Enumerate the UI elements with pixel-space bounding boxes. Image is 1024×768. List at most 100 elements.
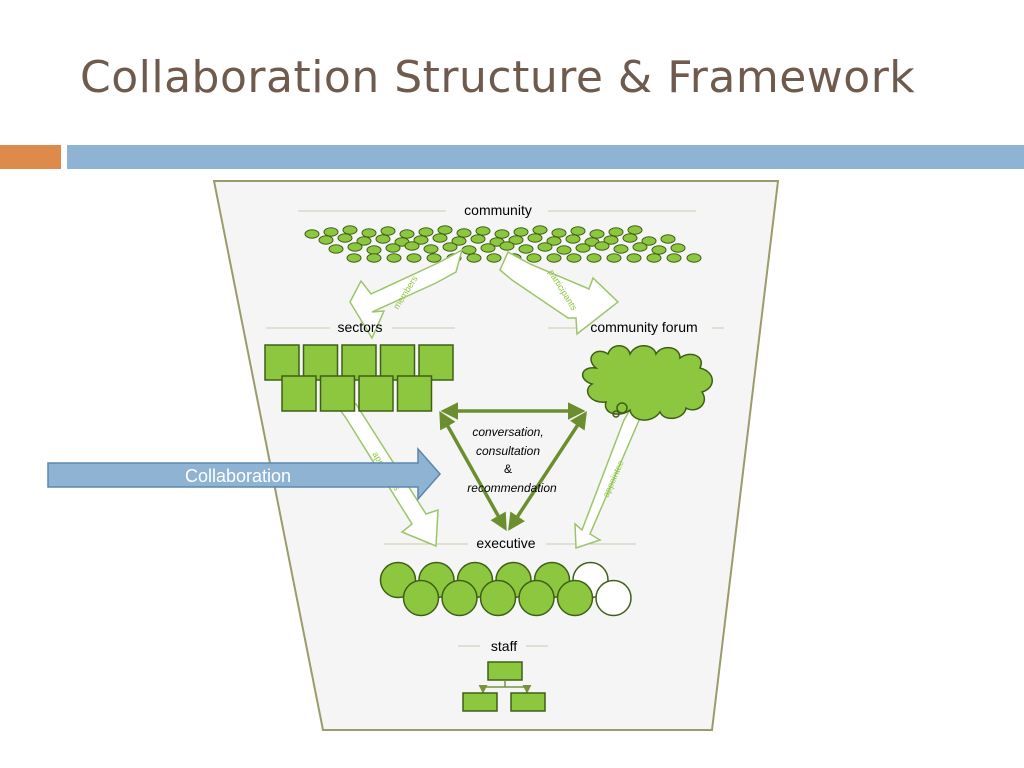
community-member-node bbox=[432, 233, 448, 243]
community-member-node bbox=[486, 253, 502, 263]
community-member-node bbox=[606, 253, 622, 263]
community-member-node bbox=[375, 234, 391, 244]
community-member-node bbox=[380, 226, 396, 236]
community-member-node bbox=[418, 227, 434, 237]
community-member-node bbox=[532, 225, 548, 235]
community-member-node bbox=[556, 245, 572, 255]
sectors-label: sectors bbox=[337, 319, 382, 335]
community-member-node bbox=[470, 234, 486, 244]
sector-square bbox=[379, 344, 416, 381]
center-line-1: conversation, bbox=[472, 425, 543, 439]
executive-member bbox=[441, 579, 478, 617]
executive-member bbox=[518, 579, 555, 617]
community-forum-label: community forum bbox=[590, 319, 697, 335]
community-member-node bbox=[565, 234, 581, 244]
community-member-node bbox=[347, 242, 363, 252]
community-member-node bbox=[361, 228, 377, 238]
community-member-node bbox=[404, 241, 420, 251]
sectors-grid bbox=[264, 344, 454, 412]
community-member-node bbox=[385, 243, 401, 253]
community-member-node bbox=[318, 235, 334, 245]
community-member-node bbox=[442, 242, 458, 252]
sector-square bbox=[264, 344, 300, 381]
sector-square bbox=[418, 344, 454, 381]
community-member-node bbox=[475, 226, 491, 236]
community-member-node bbox=[337, 233, 353, 243]
community-member-node bbox=[686, 253, 702, 263]
center-text: conversation, consultation & recommendat… bbox=[467, 425, 557, 495]
community-member-node bbox=[518, 244, 534, 254]
community-member-node bbox=[366, 253, 382, 263]
community-member-node bbox=[651, 245, 667, 255]
sector-square bbox=[302, 344, 339, 381]
community-member-node bbox=[513, 227, 529, 237]
consultation-triangle bbox=[439, 402, 587, 532]
community-member-node bbox=[622, 233, 638, 243]
community-cluster bbox=[304, 225, 702, 263]
community-member-node bbox=[466, 253, 482, 263]
community-member-node bbox=[399, 229, 415, 239]
staff-label: staff bbox=[491, 638, 517, 654]
executive-member bbox=[402, 579, 440, 617]
community-member-node bbox=[589, 229, 605, 239]
community-member-node bbox=[346, 253, 362, 263]
community-member-node bbox=[641, 236, 657, 246]
community-member-node bbox=[594, 241, 610, 251]
community-member-node bbox=[328, 244, 344, 254]
staff-org-chart bbox=[462, 661, 546, 712]
community-member-node bbox=[526, 253, 542, 263]
community-member-node bbox=[323, 227, 339, 237]
sector-square bbox=[319, 375, 356, 412]
community-member-node bbox=[423, 244, 439, 254]
community-member-node bbox=[570, 226, 586, 236]
community-member-node bbox=[603, 235, 619, 245]
community-member-node bbox=[613, 244, 629, 254]
executive-circles bbox=[379, 561, 632, 617]
community-member-node bbox=[342, 225, 358, 235]
sector-square bbox=[281, 375, 317, 412]
community-label: community bbox=[464, 202, 532, 218]
community-member-node bbox=[480, 243, 496, 253]
community-member-node bbox=[626, 253, 642, 263]
community-member-node bbox=[426, 253, 442, 263]
accent-bar-blue bbox=[67, 145, 1024, 169]
community-member-node bbox=[546, 253, 562, 263]
community-member-node bbox=[546, 236, 562, 246]
community-member-node bbox=[406, 253, 422, 263]
executive-label: executive bbox=[476, 535, 535, 551]
community-member-node bbox=[551, 228, 567, 238]
executive-member bbox=[556, 579, 594, 617]
collaboration-callout: Collaboration bbox=[47, 447, 441, 501]
community-member-node bbox=[304, 229, 320, 239]
community-member-node bbox=[494, 229, 510, 239]
community-member-node bbox=[537, 242, 553, 252]
community-member-node bbox=[666, 253, 682, 263]
page-title: Collaboration Structure & Framework bbox=[80, 52, 916, 103]
community-member-node bbox=[670, 243, 686, 253]
community-member-node bbox=[632, 242, 648, 252]
sector-square bbox=[358, 375, 394, 412]
community-member-node bbox=[627, 225, 643, 235]
community-forum-cloud bbox=[582, 345, 713, 421]
sector-square bbox=[396, 375, 433, 412]
community-member-node bbox=[508, 235, 524, 245]
community-member-node bbox=[575, 243, 591, 253]
community-member-node bbox=[451, 236, 467, 246]
center-line-3: & bbox=[504, 462, 512, 476]
community-member-node bbox=[456, 228, 472, 238]
community-member-node bbox=[386, 253, 402, 263]
community-member-node bbox=[437, 225, 453, 235]
community-member-node bbox=[356, 236, 372, 246]
community-member-node bbox=[461, 245, 477, 255]
community-member-node bbox=[608, 227, 624, 237]
center-line-4: recommendation bbox=[467, 481, 557, 495]
participants-arrow bbox=[499, 250, 620, 336]
executive-member bbox=[479, 579, 517, 617]
appointee-arrow bbox=[574, 408, 641, 550]
level-lines bbox=[266, 210, 724, 647]
community-member-node bbox=[366, 245, 382, 255]
community-member-node bbox=[586, 253, 602, 263]
community-member-node bbox=[527, 233, 543, 243]
community-member-node bbox=[499, 241, 515, 251]
